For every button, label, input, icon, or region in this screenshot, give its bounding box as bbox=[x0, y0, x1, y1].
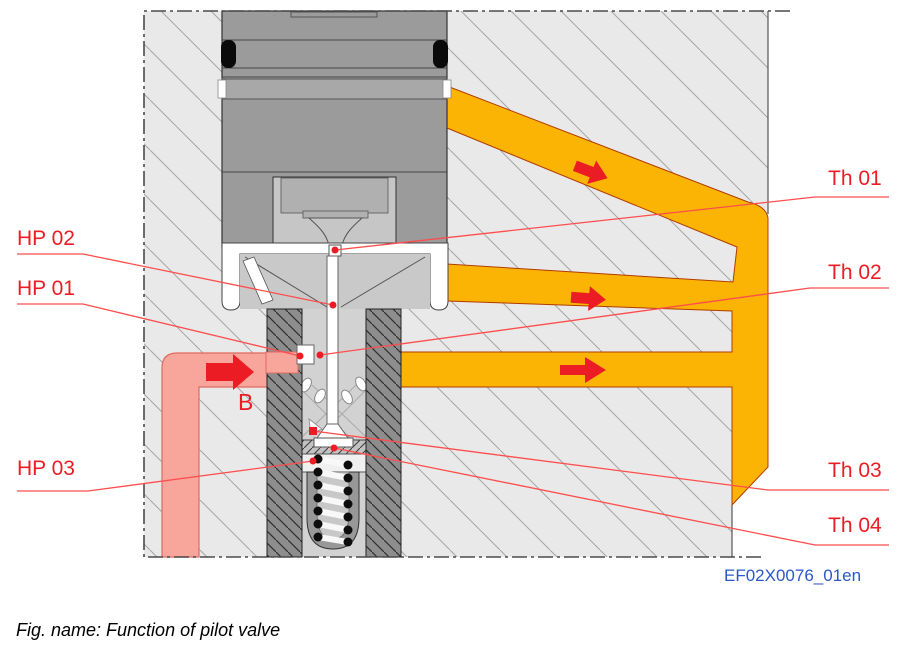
inlet-channel-b bbox=[161, 352, 271, 558]
reference-points bbox=[296, 246, 339, 465]
label-hp03: HP 03 bbox=[17, 457, 75, 480]
cross-drilled-ports bbox=[300, 376, 367, 405]
throttle3-flow-arrow-icon bbox=[560, 357, 606, 383]
label-th02: Th 02 bbox=[828, 261, 882, 284]
piston-clearance-right bbox=[442, 79, 452, 99]
leader-hp01 bbox=[17, 303, 301, 357]
label-hp01: HP 01 bbox=[17, 277, 75, 300]
throttle1-flow-arrow-icon bbox=[572, 160, 608, 184]
cartridge-wall-left bbox=[266, 308, 303, 558]
inlet-orifice-passage bbox=[265, 351, 299, 374]
leader-th04 bbox=[333, 447, 889, 546]
o-ring-seal-right bbox=[433, 40, 448, 68]
label-th01: Th 01 bbox=[828, 167, 882, 190]
o-ring-seal-left bbox=[221, 40, 236, 68]
label-th04: Th 04 bbox=[828, 514, 882, 537]
return-spring bbox=[313, 454, 353, 547]
leader-th02 bbox=[319, 287, 889, 356]
leader-th03 bbox=[312, 430, 889, 491]
drawing-code: EF02X0076_01en bbox=[724, 566, 862, 585]
leader-th01 bbox=[334, 196, 889, 251]
flow-arrows bbox=[206, 160, 608, 390]
label-hp02: HP 02 bbox=[17, 227, 75, 250]
leader-hp02 bbox=[17, 253, 334, 306]
piston-clearance-left bbox=[217, 79, 227, 99]
pilot-piston bbox=[217, 10, 452, 249]
label-port-b: B bbox=[238, 389, 254, 415]
inlet-flow-arrow-icon bbox=[206, 354, 254, 390]
leader-hp03 bbox=[17, 460, 314, 492]
throttle2-flow-arrow-icon bbox=[570, 286, 606, 312]
section-boundary bbox=[143, 10, 790, 558]
label-th03: Th 03 bbox=[828, 459, 882, 482]
figure-caption: Fig. name: Function of pilot valve bbox=[16, 620, 281, 640]
leader-lines bbox=[17, 196, 889, 546]
